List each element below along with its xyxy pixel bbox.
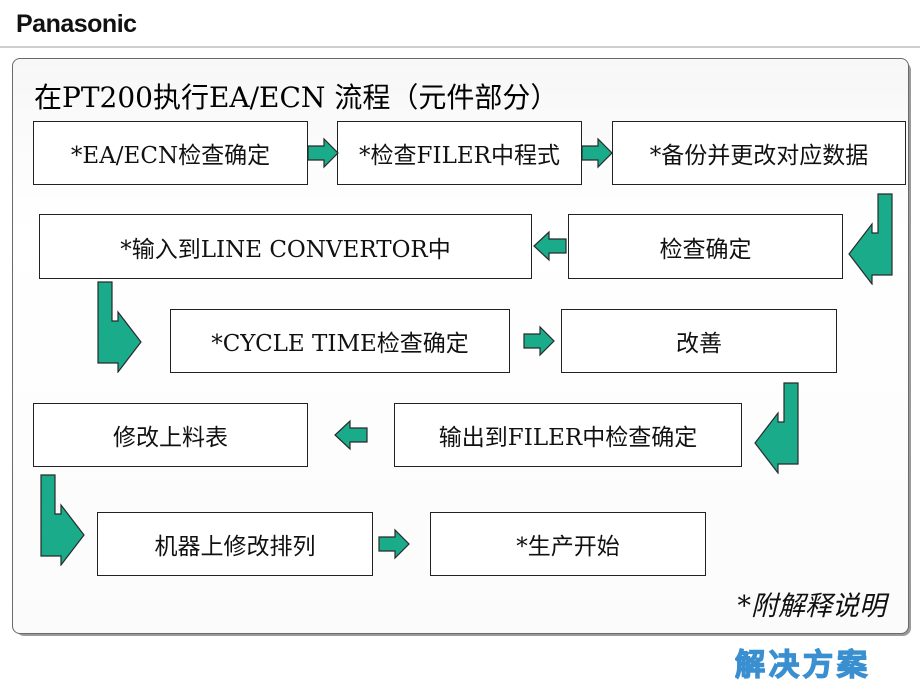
left-arrow-icon — [334, 419, 368, 451]
panasonic-logo: Panasonic — [16, 10, 137, 38]
step-input-line-convertor: *输入到LINE CONVERTOR中 — [39, 214, 532, 279]
bent-down-right-arrow-icon — [40, 474, 85, 566]
step-cycle-time-check: *CYCLE TIME检查确定 — [170, 309, 510, 373]
footnote: *附解释说明 — [737, 591, 887, 622]
bent-down-left-arrow-icon — [848, 193, 893, 285]
step-modify-machine-arrangement: 机器上修改排列 — [97, 512, 373, 576]
header-divider — [0, 46, 920, 48]
step-ea-ecn-check: *EA/ECN检查确定 — [33, 121, 308, 185]
right-arrow-icon — [581, 137, 613, 169]
right-arrow-icon — [307, 137, 339, 169]
solution-logo-text: 解决方案 — [735, 648, 871, 683]
step-check-filer-program: *检查FILER中程式 — [337, 121, 582, 185]
step-modify-feeder-list: 修改上料表 — [33, 403, 308, 467]
bent-down-right-arrow-icon — [97, 281, 142, 373]
step-output-filer-check: 输出到FILER中检查确定 — [394, 403, 742, 467]
bent-down-left-arrow-icon — [754, 382, 799, 474]
solution-logo: 解决方案 — [735, 647, 871, 683]
step-check-confirm: 检查确定 — [568, 214, 843, 279]
right-arrow-icon — [523, 325, 555, 357]
step-production-start: *生产开始 — [430, 512, 706, 576]
step-improve: 改善 — [561, 309, 837, 373]
left-arrow-icon — [533, 230, 567, 262]
step-backup-update-data: *备份并更改对应数据 — [612, 121, 906, 185]
right-arrow-icon — [378, 528, 410, 560]
slide-title: 在PT200执行EA/ECN 流程（元件部分） — [34, 81, 559, 114]
